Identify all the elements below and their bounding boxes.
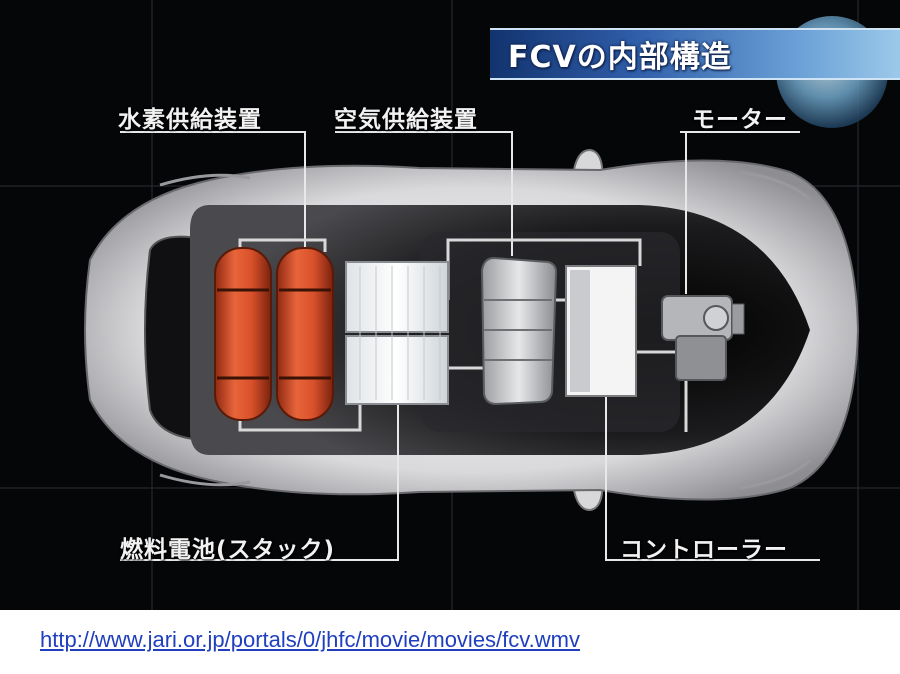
air-supply-unit bbox=[480, 256, 558, 406]
label-fuel-cell-stack: 燃料電池(スタック) bbox=[120, 537, 336, 563]
hydrogen-tank-1 bbox=[214, 247, 272, 421]
title-banner bbox=[490, 28, 900, 80]
leader-lines bbox=[120, 131, 820, 561]
hydrogen-tank-2 bbox=[276, 247, 334, 421]
diagram-title: FCVの内部構造 bbox=[508, 40, 732, 75]
controller-unit bbox=[565, 265, 637, 397]
label-motor: モーター bbox=[692, 107, 788, 133]
diagram-stage: FCVの内部構造 水素供給装置 空気供給装置 モーター 燃料電池(スタック) コ… bbox=[0, 0, 900, 610]
motor-unit bbox=[661, 295, 745, 381]
label-controller: コントローラー bbox=[620, 537, 788, 563]
label-air-supply: 空気供給装置 bbox=[334, 107, 478, 133]
hydrogen-tanks bbox=[214, 247, 334, 421]
fcv-diagram bbox=[0, 0, 900, 610]
label-hydrogen-supply: 水素供給装置 bbox=[118, 107, 262, 133]
source-link[interactable]: http://www.jari.or.jp/portals/0/jhfc/mov… bbox=[40, 627, 580, 652]
fuel-cell-stack bbox=[345, 261, 449, 405]
